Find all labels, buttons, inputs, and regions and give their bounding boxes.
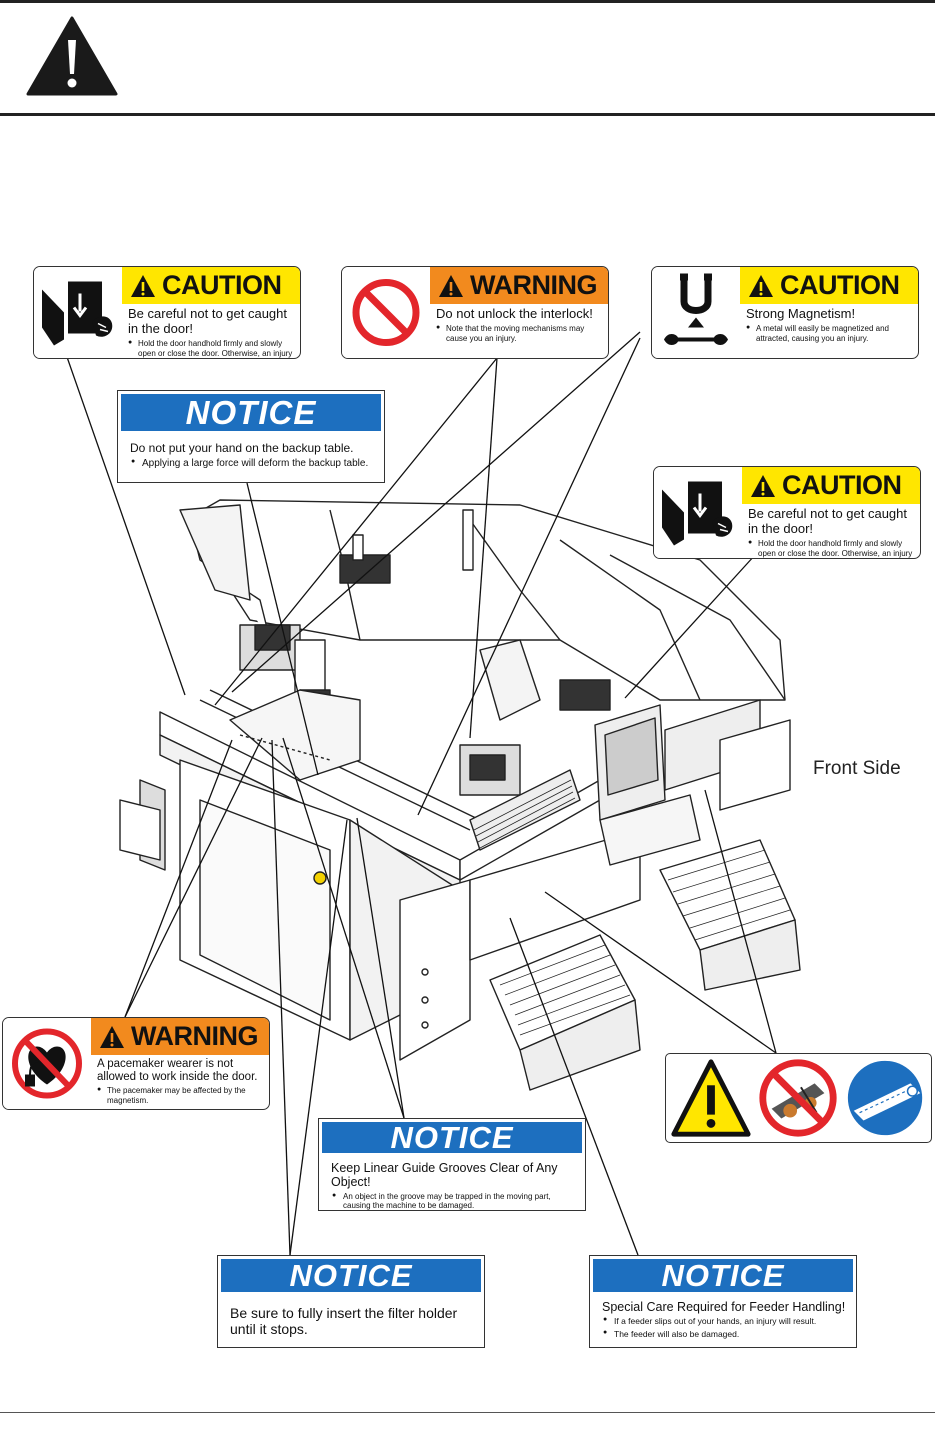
- warning-label-interlock: WARNING Do not unlock the interlock! Not…: [341, 266, 609, 359]
- notice-heading: NOTICE: [118, 391, 384, 434]
- notice-heading: NOTICE: [590, 1256, 856, 1295]
- warning-triangle-icon: [439, 274, 463, 297]
- signal-word: CAUTION: [162, 270, 282, 300]
- label-message: Strong Magnetism!: [746, 306, 856, 321]
- label-detail: Applying a large force will deform the b…: [118, 456, 384, 470]
- notice-label-filter-holder: NOTICE Be sure to fully insert the filte…: [217, 1255, 485, 1348]
- front-side-label: Front Side: [813, 758, 901, 779]
- signal-word: WARNING: [470, 270, 598, 300]
- notice-label-backup-table: NOTICE Do not put your hand on the backu…: [117, 390, 385, 483]
- general-warning-triangle-icon: [26, 16, 118, 96]
- label-detail: Note that the moving mechanisms may caus…: [430, 322, 608, 344]
- magnet-attraction-icon: [664, 273, 728, 345]
- warning-triangle-icon: [751, 474, 775, 497]
- label-message: Special Care Required for Feeder Handlin…: [602, 1300, 846, 1314]
- label-message: Do not unlock the interlock!: [436, 306, 593, 321]
- prohibition-circle-icon: [352, 279, 420, 346]
- warning-triangle-icon: [671, 1059, 751, 1137]
- label-detail: Hold the door handhold firmly and slowly…: [122, 337, 300, 358]
- signal-word: CAUTION: [782, 470, 902, 500]
- signal-word: WARNING: [131, 1021, 259, 1051]
- label-detail: The pacemaker may be affected by the mag…: [91, 1084, 269, 1106]
- label-detail: If a feeder slips out of your hands, an …: [590, 1314, 856, 1326]
- signal-word: CAUTION: [780, 270, 900, 300]
- pictogram-set: [671, 1059, 923, 1137]
- label-message: Be sure to fully insert the filter holde…: [230, 1305, 458, 1338]
- feeder-guide-mandatory-icon: [847, 1060, 923, 1136]
- label-message: Be careful not to get caught in the door…: [748, 506, 907, 536]
- hand-pinch-door-icon: [662, 481, 733, 546]
- no-objects-in-feeder-icon: [759, 1059, 837, 1137]
- top-rule: [0, 0, 935, 3]
- label-message: Keep Linear Guide Grooves Clear of Any O…: [331, 1161, 558, 1190]
- caution-label-magnetism: CAUTION Strong Magnetism! A metal will e…: [651, 266, 919, 359]
- label-detail: Hold the door handhold firmly and slowly…: [742, 537, 920, 558]
- bottom-rule: [0, 1412, 935, 1413]
- label-message: A pacemaker wearer is not allowed to wor…: [97, 1058, 258, 1084]
- label-detail: An object in the groove may be trapped i…: [319, 1190, 585, 1211]
- caution-label-door-right: CAUTION Be careful not to get caught in …: [653, 466, 921, 559]
- label-detail: The feeder will also be damaged.: [590, 1327, 856, 1339]
- notice-label-feeder: NOTICE Special Care Required for Feeder …: [589, 1255, 857, 1348]
- notice-heading: NOTICE: [319, 1119, 585, 1156]
- warning-label-pacemaker: WARNING A pacemaker wearer is not allowe…: [2, 1017, 270, 1110]
- pictogram-set-label: [665, 1053, 932, 1143]
- warning-triangle-icon: [131, 274, 155, 297]
- header-rule: [0, 113, 935, 116]
- label-detail: A metal will easily be magnetized and at…: [740, 322, 918, 344]
- caution-label-door-top: CAUTION Be careful not to get caught in …: [33, 266, 301, 359]
- label-message: Do not put your hand on the backup table…: [130, 441, 354, 455]
- notice-label-linear-guide: NOTICE Keep Linear Guide Grooves Clear o…: [318, 1118, 586, 1211]
- pacemaker-prohibited-icon: [12, 1028, 82, 1099]
- warning-triangle-icon: [100, 1025, 124, 1048]
- hand-pinch-door-icon: [42, 281, 113, 346]
- label-message: Be careful not to get caught in the door…: [128, 306, 287, 336]
- warning-triangle-icon: [749, 274, 773, 297]
- notice-heading: NOTICE: [218, 1256, 484, 1295]
